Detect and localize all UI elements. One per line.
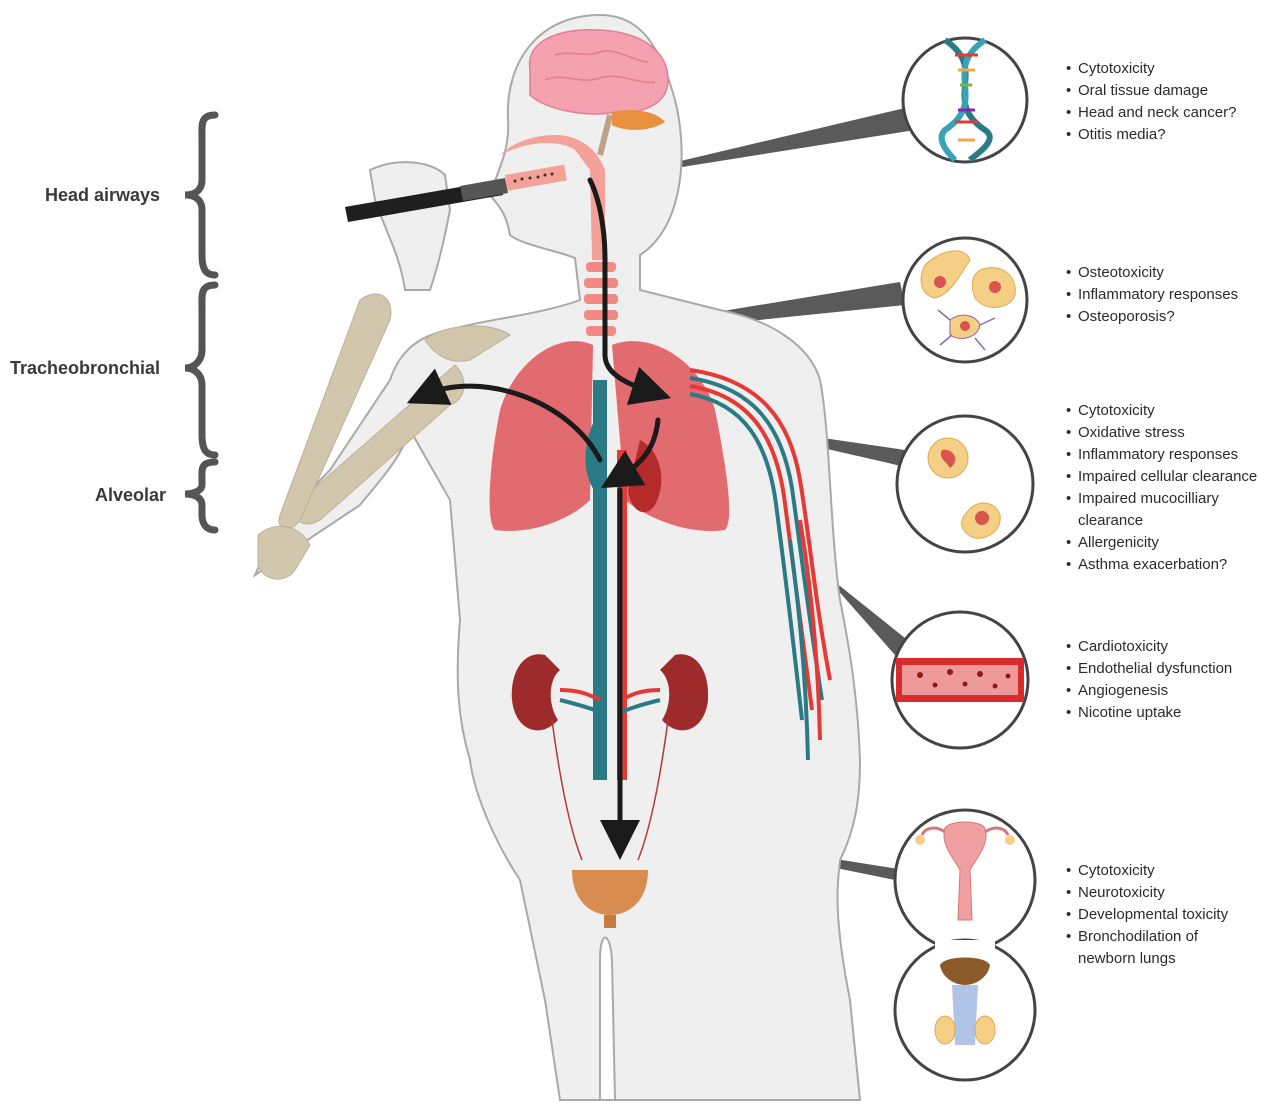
effect-item: Inflammatory responses xyxy=(1066,444,1280,466)
region-label-head-airways: Head airways xyxy=(45,185,160,206)
effects-vascular: Cardiotoxicity Endothelial dysfunction A… xyxy=(1066,636,1232,724)
effect-item: Angiogenesis xyxy=(1066,680,1232,702)
effect-item: Otitis media? xyxy=(1066,124,1236,146)
effect-item: Neurotoxicity xyxy=(1066,882,1228,904)
effect-item: Allergenicity xyxy=(1066,532,1280,554)
inset-dna xyxy=(903,38,1027,162)
inset-lung-cells xyxy=(897,416,1033,552)
region-label-tracheobronchial: Tracheobronchial xyxy=(10,358,160,379)
effect-item: Osteotoxicity xyxy=(1066,262,1238,284)
effects-lung: Cytotoxicity Oxidative stress Inflammato… xyxy=(1066,400,1280,576)
inset-reproductive xyxy=(895,810,1035,1080)
effect-item: Endothelial dysfunction xyxy=(1066,658,1232,680)
inset-bone-cells xyxy=(903,238,1027,362)
effect-item: Asthma exacerbation? xyxy=(1066,554,1280,576)
effect-item: Nicotine uptake xyxy=(1066,702,1232,724)
effect-item: Inflammatory responses xyxy=(1066,284,1238,306)
effect-item-continued: newborn lungs xyxy=(1066,948,1228,970)
effect-item: Oxidative stress xyxy=(1066,422,1280,444)
effect-item: Cardiotoxicity xyxy=(1066,636,1232,658)
effect-item: Cytotoxicity xyxy=(1066,58,1236,80)
effect-item: Impaired cellular clearance xyxy=(1066,466,1280,488)
blood-vessel-icon xyxy=(896,658,1024,702)
effect-item: Cytotoxicity xyxy=(1066,860,1228,882)
effect-item: Impaired mucocilliary xyxy=(1066,488,1280,510)
effect-item-continued: clearance xyxy=(1066,510,1280,532)
region-braces xyxy=(185,115,215,530)
effects-oral: Cytotoxicity Oral tissue damage Head and… xyxy=(1066,58,1236,146)
inset-blood-vessel xyxy=(892,612,1028,748)
effect-item: Bronchodilation of xyxy=(1066,926,1228,948)
effects-reproductive: Cytotoxicity Neurotoxicity Developmental… xyxy=(1066,860,1228,970)
effect-item: Developmental toxicity xyxy=(1066,904,1228,926)
effect-item: Oral tissue damage xyxy=(1066,80,1236,102)
effect-item: Head and neck cancer? xyxy=(1066,102,1236,124)
effect-item: Cytotoxicity xyxy=(1066,400,1280,422)
effect-item: Osteoporosis? xyxy=(1066,306,1238,328)
effects-bone: Osteotoxicity Inflammatory responses Ost… xyxy=(1066,262,1238,328)
region-label-alveolar: Alveolar xyxy=(95,485,166,506)
